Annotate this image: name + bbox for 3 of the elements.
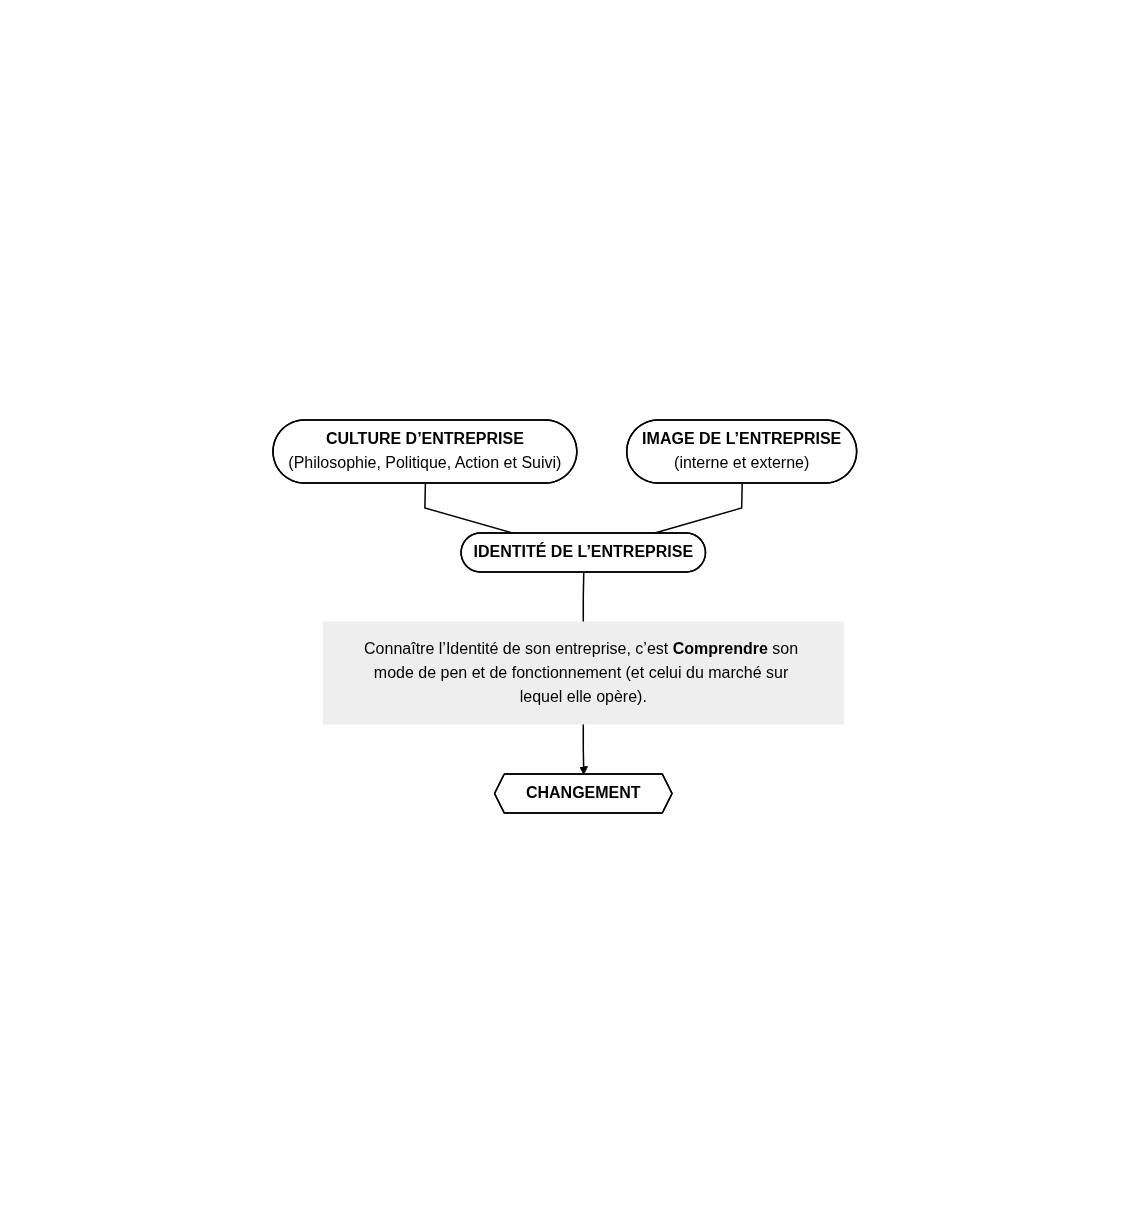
connector: [582, 571, 585, 623]
node-box: Connaître l’Identité de son entreprise, c’est Comprendre son mode de pen et de fonctionnement (et celui du marché sur lequel elle opère).: [323, 621, 844, 724]
arrow: [579, 722, 589, 775]
